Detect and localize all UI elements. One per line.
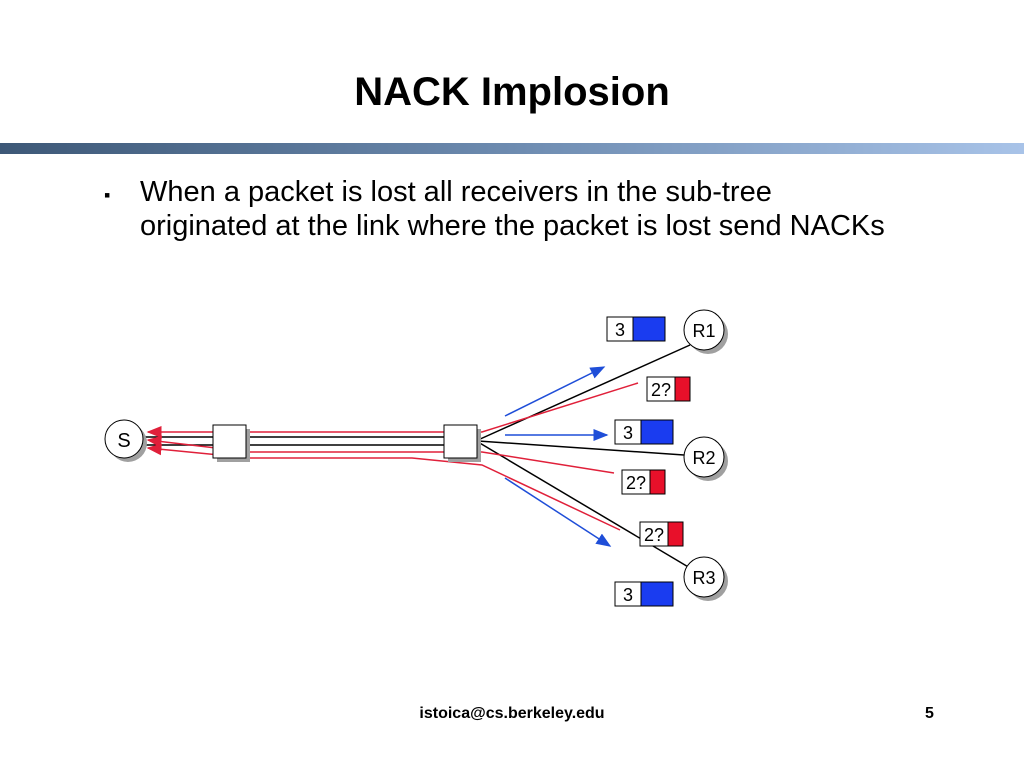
- slide-title: NACK Implosion: [354, 70, 670, 114]
- footer-email: istoica@cs.berkeley.edu: [419, 705, 605, 722]
- tree-links: [145, 344, 691, 569]
- data-packet-r2-label: 3: [623, 423, 633, 443]
- receiver-r2: R2: [683, 436, 728, 481]
- nack-r2-label: 2?: [626, 473, 646, 493]
- bullet-square-icon: ▪: [104, 185, 111, 205]
- nack-path-r2: [146, 435, 615, 474]
- data-packet-r3: 3: [614, 581, 674, 607]
- bullet-text: When a packet is lost all receivers in t…: [140, 176, 885, 242]
- title-divider: [0, 143, 1024, 154]
- receiver-r1-label: R1: [692, 321, 715, 341]
- router-2: [443, 424, 481, 462]
- link-router2-r2: [477, 440, 685, 456]
- nack-r1-label: 2?: [651, 380, 671, 400]
- nack-r3: 2?: [639, 521, 684, 547]
- nack-r1: 2?: [646, 376, 691, 402]
- nack-r2: 2?: [621, 469, 666, 495]
- forward-arrow-r1: [504, 366, 606, 417]
- data-packet-r2: 3: [614, 419, 674, 445]
- receiver-r3: R3: [683, 556, 728, 601]
- receiver-r2-label: R2: [692, 448, 715, 468]
- link-router2-r1: [477, 344, 691, 441]
- receiver-r1: R1: [683, 309, 728, 354]
- page-number: 5: [925, 705, 934, 722]
- forward-arrows: [504, 366, 612, 547]
- source-label: S: [117, 430, 130, 452]
- router-1: [212, 424, 250, 462]
- bullet-item: ▪ When a packet is lost all receivers in…: [100, 175, 900, 243]
- nack-path-r1: [146, 382, 639, 438]
- data-packet-r1: 3: [606, 316, 666, 342]
- source-node: S: [104, 419, 147, 462]
- data-packet-r3-label: 3: [623, 585, 633, 605]
- receiver-r3-label: R3: [692, 568, 715, 588]
- forward-arrow-r3: [504, 477, 612, 547]
- data-packet-r1-label: 3: [615, 320, 625, 340]
- link-router2-r3: [477, 441, 691, 569]
- nack-r3-label: 2?: [644, 525, 664, 545]
